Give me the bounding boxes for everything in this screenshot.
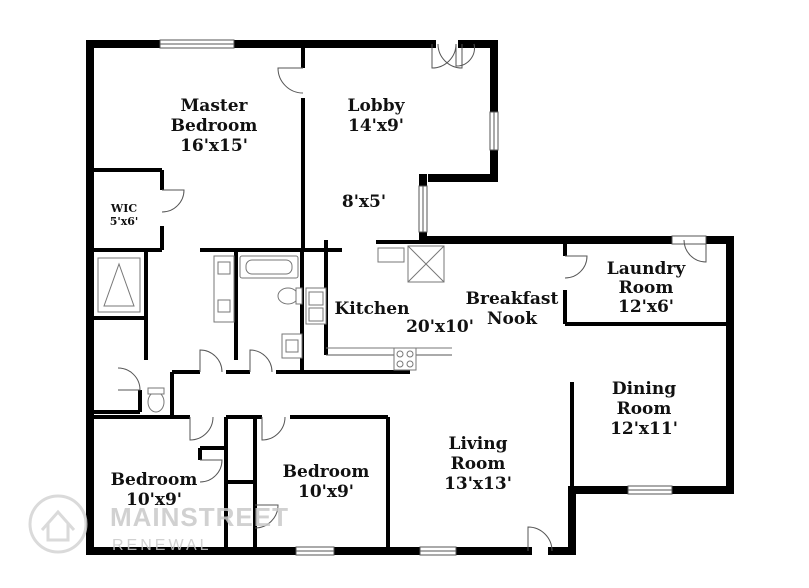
laundry-exterior-door	[683, 239, 707, 263]
breakfast-label-line2: Nook	[487, 309, 538, 329]
dining-dims: 12'x11'	[610, 419, 678, 439]
kitchen-counter-box	[377, 247, 405, 263]
bedroom-left-dims: 10'x9'	[126, 490, 182, 510]
dining-label-line1: Dining	[612, 379, 676, 399]
bedroom-mid-label: Bedroom	[283, 462, 370, 482]
living-dims: 13'x13'	[444, 474, 512, 494]
laundry-label-line1: Laundry	[607, 259, 687, 279]
master-bath-door	[199, 349, 223, 373]
master-door	[277, 67, 304, 94]
interior-walls	[90, 44, 730, 551]
lobby-dims: 14'x9'	[348, 116, 404, 136]
exterior-walls	[86, 40, 734, 555]
living-label-line1: Living	[449, 434, 508, 454]
wic-label: WIC	[110, 202, 137, 215]
master-label-line1: Master	[180, 96, 248, 116]
wic-dims: 5'x6'	[110, 215, 139, 228]
lobby-label: Lobby	[348, 96, 406, 116]
laundry-dims: 12'x6'	[618, 297, 674, 317]
watermark-name: MAINSTREET	[110, 502, 289, 532]
kitchen-label: Kitchen	[335, 299, 410, 319]
bedroom-left-label: Bedroom	[111, 470, 198, 490]
doors	[117, 43, 707, 552]
bedroom-mid-door	[261, 416, 286, 441]
room-labels: Master Bedroom 16'x15' Lobby 14'x9' 8'x5…	[110, 96, 687, 510]
wic-door	[161, 189, 185, 213]
stove	[393, 347, 417, 371]
master-dims: 16'x15'	[180, 136, 248, 156]
hall-bath-door	[249, 349, 273, 373]
windows	[159, 39, 707, 556]
master-toilet	[147, 391, 165, 413]
laundry-label-line2: Room	[619, 278, 674, 298]
breakfast-label-line1: Breakfast	[466, 289, 559, 309]
watermark-logo-icon	[28, 494, 88, 554]
master-label-line2: Bedroom	[171, 116, 258, 136]
watermark: MAINSTREET RENEWAL	[28, 494, 289, 554]
living-label-line2: Room	[451, 454, 506, 474]
closet-door	[117, 367, 141, 391]
fixtures	[97, 245, 452, 413]
laundry-door	[564, 255, 588, 279]
watermark-tagline: RENEWAL	[112, 537, 212, 554]
hall-dims: 8'x5'	[342, 192, 386, 212]
hall-toilet	[277, 287, 299, 305]
front-door	[527, 526, 553, 552]
dining-label-line2: Room	[617, 399, 672, 419]
kitchen-dims: 20'x10'	[406, 317, 474, 337]
bedroom-left-door	[189, 416, 214, 441]
bedroom-mid-dims: 10'x9'	[298, 482, 354, 502]
